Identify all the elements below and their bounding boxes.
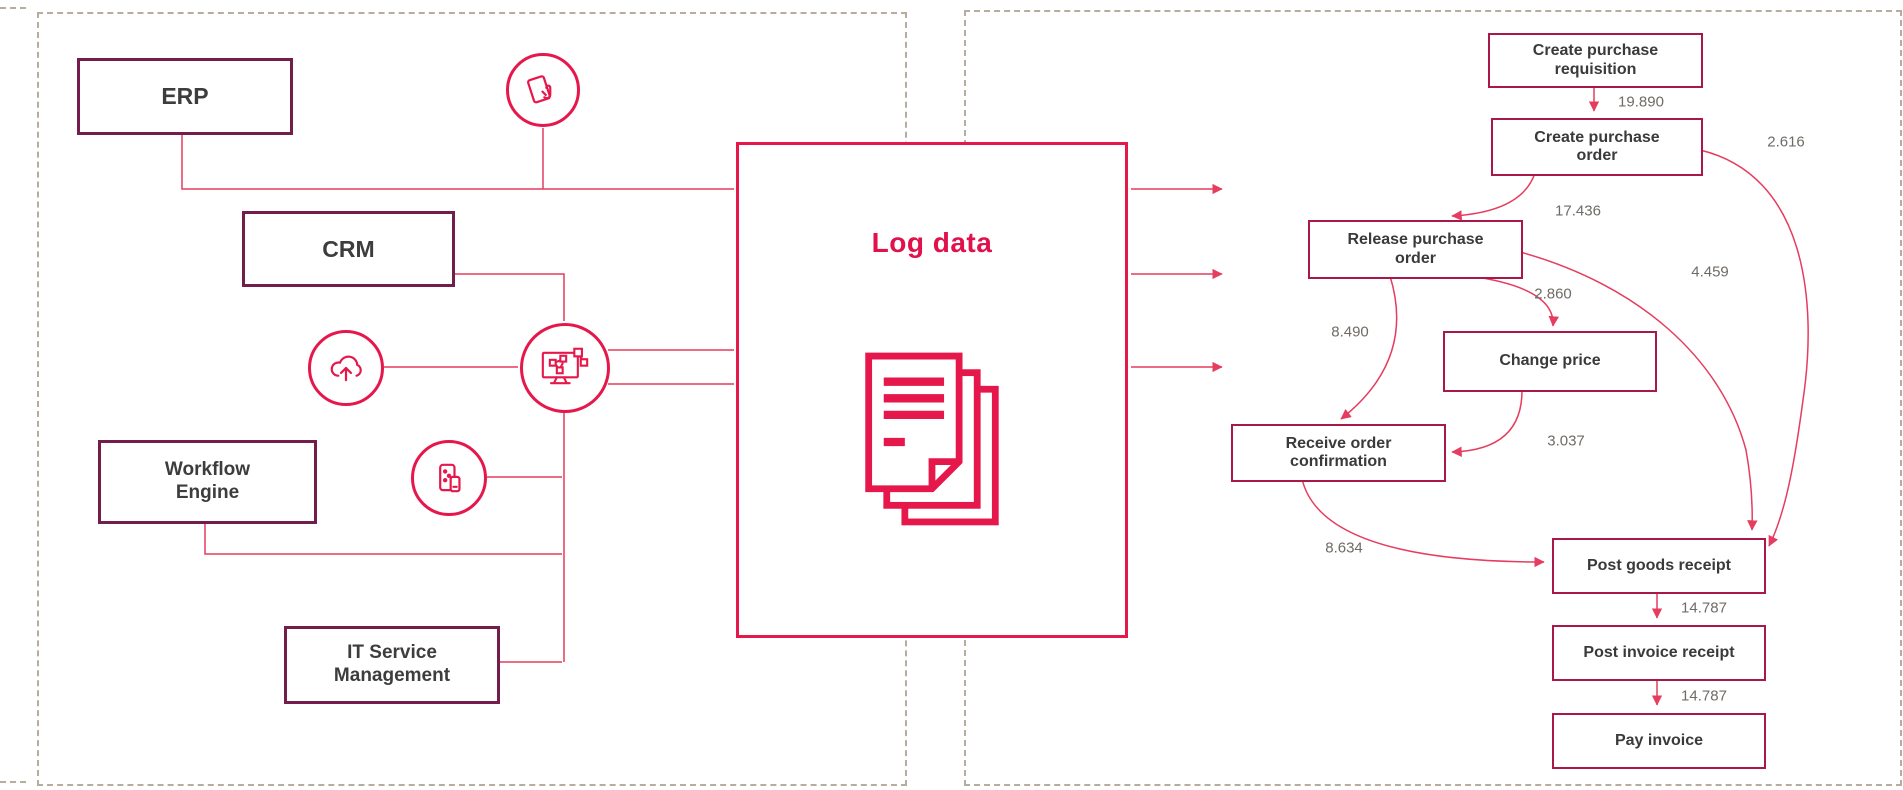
edge-count-label: 8.634 (1325, 539, 1363, 557)
crm-label: CRM (322, 235, 375, 262)
workflow-engine-box: Workflow Engine (98, 440, 317, 524)
it-service-management-label: IT Service Management (333, 642, 451, 686)
activity-release-purchase-order: Release purchase order (1308, 220, 1523, 279)
cropped-panel-tick-top (0, 7, 26, 9)
monitor-network-icon (520, 323, 610, 413)
mobile-device-icon (411, 440, 487, 516)
log-data-title: Log data (871, 227, 993, 258)
edge-count-label: 2.616 (1767, 133, 1805, 151)
documents-stack-icon (865, 352, 999, 526)
activity-create-purchase-order: Create purchase order (1491, 118, 1703, 176)
crm-box: CRM (242, 211, 455, 287)
log-data-box: Log data (736, 142, 1128, 638)
edge-count-label: 14.787 (1681, 687, 1727, 705)
workflow-engine-label: Workflow Engine (164, 459, 251, 503)
activity-label: Create purchase requisition (1532, 42, 1659, 78)
edge-count-label: 19.890 (1618, 93, 1664, 111)
tablet-touch-icon (506, 53, 580, 127)
activity-post-goods-receipt: Post goods receipt (1552, 538, 1766, 594)
activity-label: Create purchase order (1534, 128, 1660, 164)
edge-count-label: 2.860 (1534, 285, 1572, 303)
activity-label: Post goods receipt (1586, 556, 1732, 574)
activity-label: Change price (1499, 352, 1601, 370)
erp-label: ERP (161, 83, 209, 109)
edge-count-label: 14.787 (1681, 599, 1727, 617)
edge-count-label: 8.490 (1331, 323, 1369, 341)
edge-count-label: 4.459 (1691, 263, 1729, 281)
activity-receive-order-confirmation: Receive order confirmation (1231, 424, 1446, 482)
activity-label: Receive order confirmation (1285, 434, 1392, 470)
activity-change-price: Change price (1443, 331, 1657, 392)
edge-count-label: 3.037 (1547, 432, 1585, 450)
cropped-panel-tick-bottom (0, 781, 26, 783)
activity-label: Release purchase order (1347, 231, 1484, 267)
activity-label: Post invoice receipt (1583, 643, 1735, 661)
erp-box: ERP (77, 58, 293, 135)
edge-count-label: 17.436 (1555, 202, 1601, 220)
activity-label: Pay invoice (1614, 731, 1704, 749)
activity-post-invoice-receipt: Post invoice receipt (1552, 625, 1766, 681)
cloud-upload-icon (308, 330, 384, 406)
activity-pay-invoice: Pay invoice (1552, 713, 1766, 769)
activity-create-purchase-requisition: Create purchase requisition (1488, 33, 1703, 88)
it-service-management-box: IT Service Management (284, 626, 500, 704)
